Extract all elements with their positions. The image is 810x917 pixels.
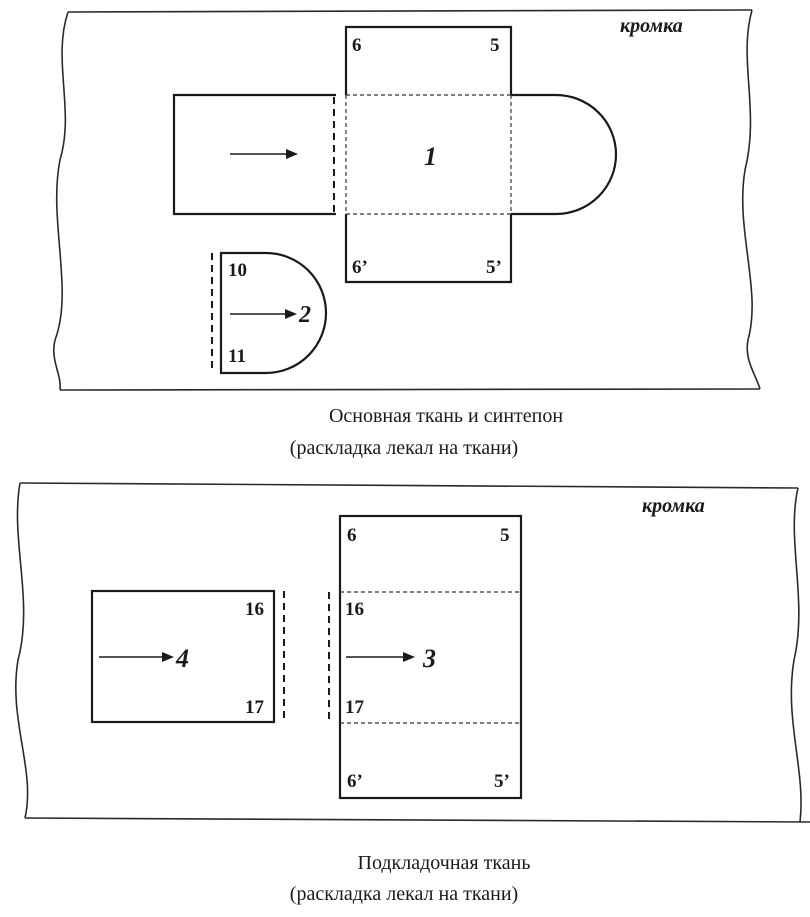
bottom-caption-line2: (раскладка лекал на ткани) (290, 883, 518, 905)
piece-1-corner-br: 5’ (486, 257, 502, 278)
bottom-fabric-left-break (15, 482, 29, 819)
piece-2-arrow-head-icon (285, 309, 297, 319)
piece-3-corner-tl: 6 (347, 525, 357, 546)
top-fabric-top-edge (67, 9, 753, 13)
piece-3: 3 6 5 16 17 6’ 5’ (328, 514, 523, 800)
bottom-caption-line1: Подкладочная ткань (358, 852, 531, 874)
piece-3-number: 3 (422, 644, 436, 673)
piece-1-number: 1 (424, 142, 437, 171)
piece-1-corner-bl: 6’ (352, 257, 368, 278)
top-fabric (53, 9, 761, 391)
bottom-selvage-label: кромка (642, 495, 705, 517)
bottom-fabric-top-edge (19, 482, 799, 489)
piece-2-number: 2 (298, 302, 311, 328)
piece-3-outline (338, 514, 523, 800)
piece-1-bottom-flap (344, 214, 513, 284)
top-caption-line2: (раскладка лекал на ткани) (290, 437, 518, 459)
piece-1-corner-tl: 6 (352, 35, 362, 56)
bottom-fabric-bottom-edge (24, 817, 810, 823)
top-fabric-right-break (741, 9, 761, 390)
piece-4-mark-17: 17 (245, 697, 265, 718)
piece-3-corner-br: 5’ (494, 771, 510, 792)
piece-2-corner-top: 10 (228, 260, 247, 281)
piece-3-arrow-head-icon (403, 652, 415, 662)
bottom-fabric (15, 482, 810, 823)
top-selvage-label: кромка (620, 15, 683, 37)
piece-3-corner-bl: 6’ (347, 771, 363, 792)
piece-1-arrow-head-icon (286, 149, 298, 159)
piece-2-outline (219, 251, 328, 375)
piece-4-arrow-head-icon (162, 652, 174, 662)
piece-1-left-extension (172, 93, 336, 216)
piece-4-outline (90, 589, 276, 724)
piece-1-top-flap (344, 25, 513, 95)
bottom-fabric-right-break (790, 487, 802, 823)
piece-4-number: 4 (175, 644, 189, 673)
piece-2-corner-bottom: 11 (228, 346, 246, 367)
piece-3-corner-tr: 5 (500, 525, 510, 546)
piece-1-rounded-end (511, 93, 618, 216)
piece-3-mark-17: 17 (345, 697, 365, 718)
piece-1: 1 6 5 6’ 5’ (172, 25, 618, 284)
top-caption-line1: Основная ткань и синтепон (329, 405, 563, 427)
piece-3-mark-16: 16 (345, 599, 364, 620)
top-fabric-left-break (53, 11, 69, 391)
piece-4-mark-16: 16 (245, 599, 264, 620)
piece-2: 2 10 11 (211, 251, 328, 375)
piece-4: 4 16 17 (90, 589, 285, 724)
top-fabric-bottom-edge (59, 388, 761, 391)
piece-1-corner-tr: 5 (490, 35, 500, 56)
